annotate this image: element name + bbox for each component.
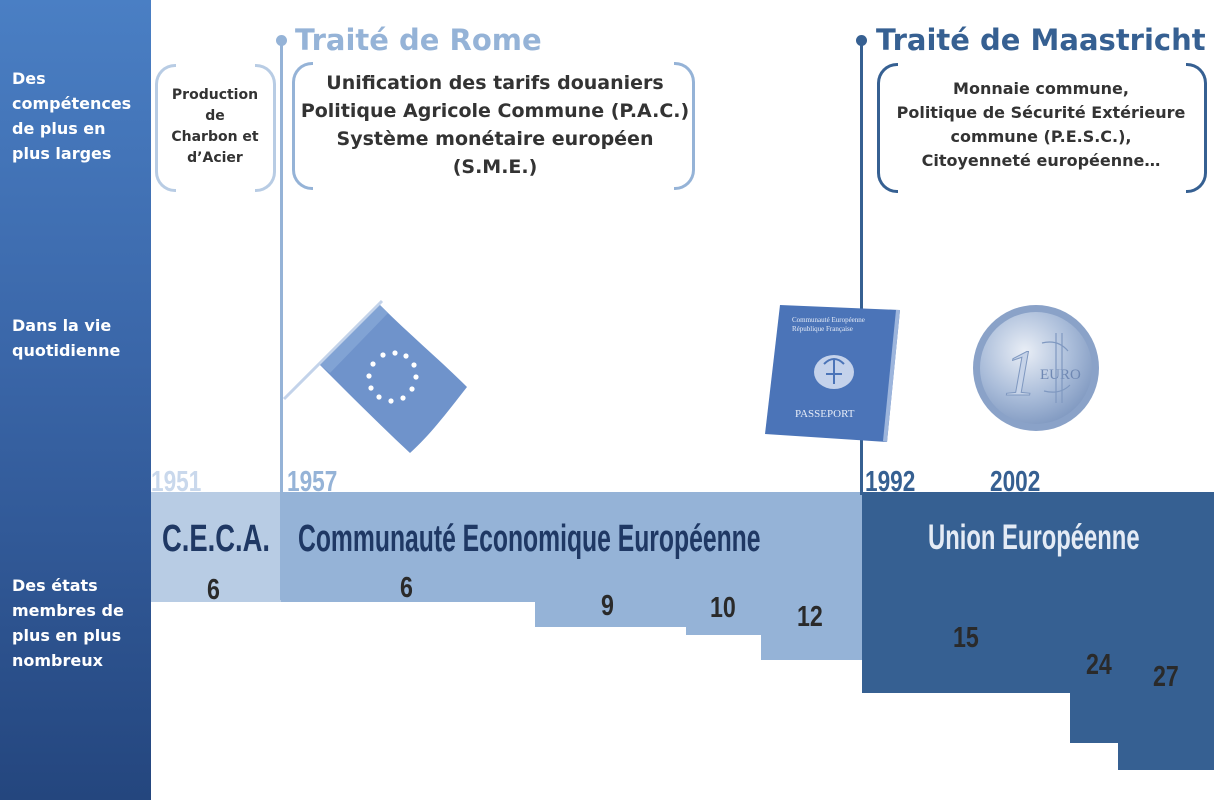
cee-step-12	[761, 633, 862, 660]
ceca-competences: Production de Charbon et d’Acier	[162, 85, 268, 169]
maastricht-competences: Monnaie commune, Politique de Sécurité E…	[888, 77, 1194, 173]
cee-step-10	[686, 625, 862, 635]
rome-dot	[276, 35, 287, 46]
ue-step-27	[1118, 740, 1214, 770]
count-2007: 27	[1153, 661, 1179, 693]
rome-competences: Unification des tarifs douaniers Politiq…	[300, 69, 690, 181]
ceca-item: d’Acier	[187, 150, 243, 166]
eu-flag-icon	[282, 299, 467, 453]
year-2002: 2002	[990, 466, 1041, 498]
rome-item: Système monétaire européen	[336, 128, 654, 150]
count-1981: 10	[710, 592, 736, 624]
rome-item: Politique Agricole Commune (P.A.C.)	[300, 100, 690, 122]
sidebar: Des compétences de plus en plus larges D…	[0, 0, 151, 800]
count-2004: 24	[1086, 649, 1112, 681]
ceca-item: de	[205, 108, 225, 124]
rome-line	[280, 40, 283, 600]
count-1957: 6	[400, 572, 413, 604]
rome-item: Unification des tarifs douaniers	[326, 72, 664, 94]
maastricht-item: Citoyenneté européenne…	[921, 151, 1161, 170]
year-1951: 1951	[151, 466, 202, 498]
era-cee: Communauté Economique Européenne	[298, 518, 761, 560]
passport-text-2: République Française	[792, 325, 853, 333]
cee-block	[281, 492, 862, 602]
passport-icon: Communauté Européenne République Françai…	[765, 305, 900, 442]
era-ceca: C.E.C.A.	[162, 518, 270, 560]
year-1992: 1992	[865, 466, 916, 498]
maastricht-dot	[856, 35, 867, 46]
label-member-states: Des états membres de plus en plus nombre…	[12, 576, 124, 670]
maastricht-item: commune (P.E.S.C.),	[950, 127, 1132, 146]
count-1986: 12	[797, 601, 823, 633]
coin-word: EURO	[1040, 367, 1081, 383]
coin-value: 1	[1004, 337, 1037, 410]
passport-word: PASSEPORT	[795, 408, 855, 420]
maastricht-line	[860, 40, 863, 495]
euro-coin-icon: 1 EURO	[973, 305, 1099, 431]
passport-text-1: Communauté Européenne	[792, 316, 865, 324]
label-daily-life: Dans la vie quotidienne	[12, 316, 121, 360]
rome-item: (S.M.E.)	[452, 156, 538, 178]
era-ue: Union Européenne	[928, 518, 1140, 557]
maastricht-item: Politique de Sécurité Extérieure	[896, 103, 1186, 122]
count-1995: 15	[953, 622, 979, 654]
treaty-maastricht-title: Traité de Maastricht	[876, 23, 1206, 57]
ceca-item: Charbon et	[171, 129, 259, 145]
maastricht-item: Monnaie commune,	[953, 79, 1129, 98]
cee-step-9	[535, 600, 862, 627]
ceca-block	[151, 492, 281, 602]
count-1973: 9	[601, 590, 614, 622]
ceca-item: Production	[171, 87, 259, 103]
label-competences: Des compétences de plus en plus larges	[12, 69, 132, 163]
ue-step-24	[1070, 690, 1214, 743]
count-1951: 6	[207, 574, 220, 606]
ue-block	[862, 492, 1214, 693]
year-1957: 1957	[287, 466, 338, 498]
treaty-rome-title: Traité de Rome	[295, 23, 542, 57]
